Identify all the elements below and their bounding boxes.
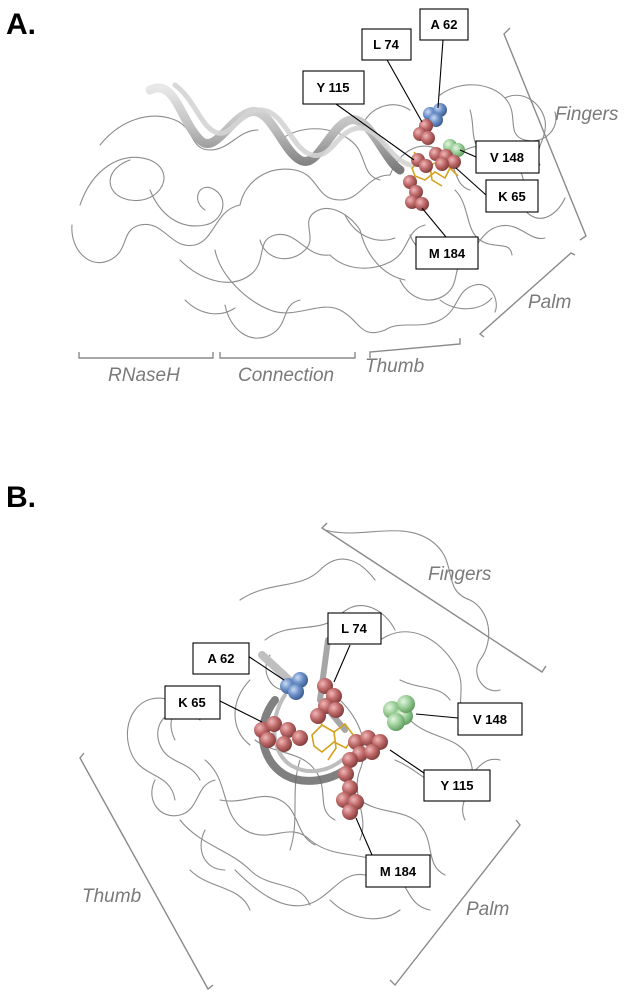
thumb-bracket-b: [79, 752, 214, 991]
palm-bracket-b: [389, 819, 521, 987]
m184-sphere-cluster-b: [336, 766, 364, 820]
fingers-bracket-a: [503, 27, 587, 241]
connection-bracket-a: [219, 352, 356, 359]
panel-b-label-v148: V 148: [457, 702, 523, 736]
label-a62-text: A 62: [431, 17, 458, 32]
domain-label-rnaseh-a: RNaseH: [108, 365, 180, 386]
palm-bracket-a: [478, 252, 576, 338]
panel-a-label-y115: Y 115: [302, 70, 365, 105]
domain-label-thumb-a: Thumb: [365, 356, 424, 377]
label-v148-text-b: V 148: [473, 712, 507, 727]
panel-b-domain-brackets: [79, 522, 547, 991]
panel-a: A.: [6, 8, 619, 386]
panel-a-label-v148: V 148: [475, 140, 540, 174]
k65-sphere-cluster: [429, 147, 461, 171]
label-k65-text: K 65: [498, 189, 525, 204]
panel-a-letter: A.: [6, 8, 36, 41]
y115-sphere-cluster-b: [342, 730, 388, 768]
panel-a-label-k65: K 65: [485, 179, 539, 213]
domain-label-connection-a: Connection: [238, 365, 334, 386]
label-v148-text: V 148: [490, 150, 524, 165]
label-l74-text-b: L 74: [341, 621, 368, 636]
panel-b-protein-ribbon: [126, 529, 501, 920]
l74-sphere-cluster: [413, 119, 435, 145]
panel-a-label-l74: L 74: [361, 28, 412, 61]
panel-b-label-m184: M 184: [365, 854, 431, 888]
panel-a-domain-brackets: [78, 27, 587, 359]
panel-b-residue-spheres: [254, 672, 415, 820]
fingers-bracket-b: [320, 522, 547, 673]
label-y115-text: Y 115: [316, 80, 349, 95]
m184-sphere-cluster: [403, 175, 429, 211]
panel-b-label-l74: L 74: [327, 612, 382, 645]
label-m184-text: M 184: [429, 246, 466, 261]
label-k65-text-b: K 65: [178, 695, 205, 710]
domain-label-fingers-b: Fingers: [428, 564, 492, 585]
panel-a-residue-spheres: [403, 103, 465, 211]
label-l74-text: L 74: [373, 37, 400, 52]
panel-b-label-k65: K 65: [164, 685, 221, 720]
a62-sphere-cluster-b: [280, 672, 308, 700]
label-y115-text-b: Y 115: [440, 778, 473, 793]
panel-a-dna-helix: [145, 82, 413, 175]
y115-sphere-cluster: [411, 153, 433, 173]
domain-label-fingers-a: Fingers: [555, 104, 619, 125]
panel-b-leader-lines: [219, 644, 459, 856]
thumb-bracket-a: [369, 338, 461, 358]
panel-a-label-m184: M 184: [415, 236, 479, 270]
panel-a-label-a62: A 62: [419, 8, 469, 41]
label-a62-text-b: A 62: [208, 651, 235, 666]
domain-label-thumb-b: Thumb: [82, 886, 141, 907]
panel-b: B.: [6, 481, 547, 991]
panel-a-leader-lines: [335, 39, 487, 238]
panel-b-label-a62: A 62: [192, 642, 250, 675]
rnaseh-bracket-a: [78, 352, 214, 359]
panel-b-label-y115: Y 115: [423, 769, 491, 802]
domain-label-palm-b: Palm: [466, 899, 509, 920]
label-m184-text-b: M 184: [380, 864, 417, 879]
k65-sphere-cluster-b: [254, 716, 308, 752]
v148-sphere-cluster-b: [383, 695, 415, 731]
domain-label-palm-a: Palm: [528, 292, 571, 313]
panel-b-letter: B.: [6, 481, 36, 514]
l74-sphere-cluster-b: [310, 678, 344, 724]
